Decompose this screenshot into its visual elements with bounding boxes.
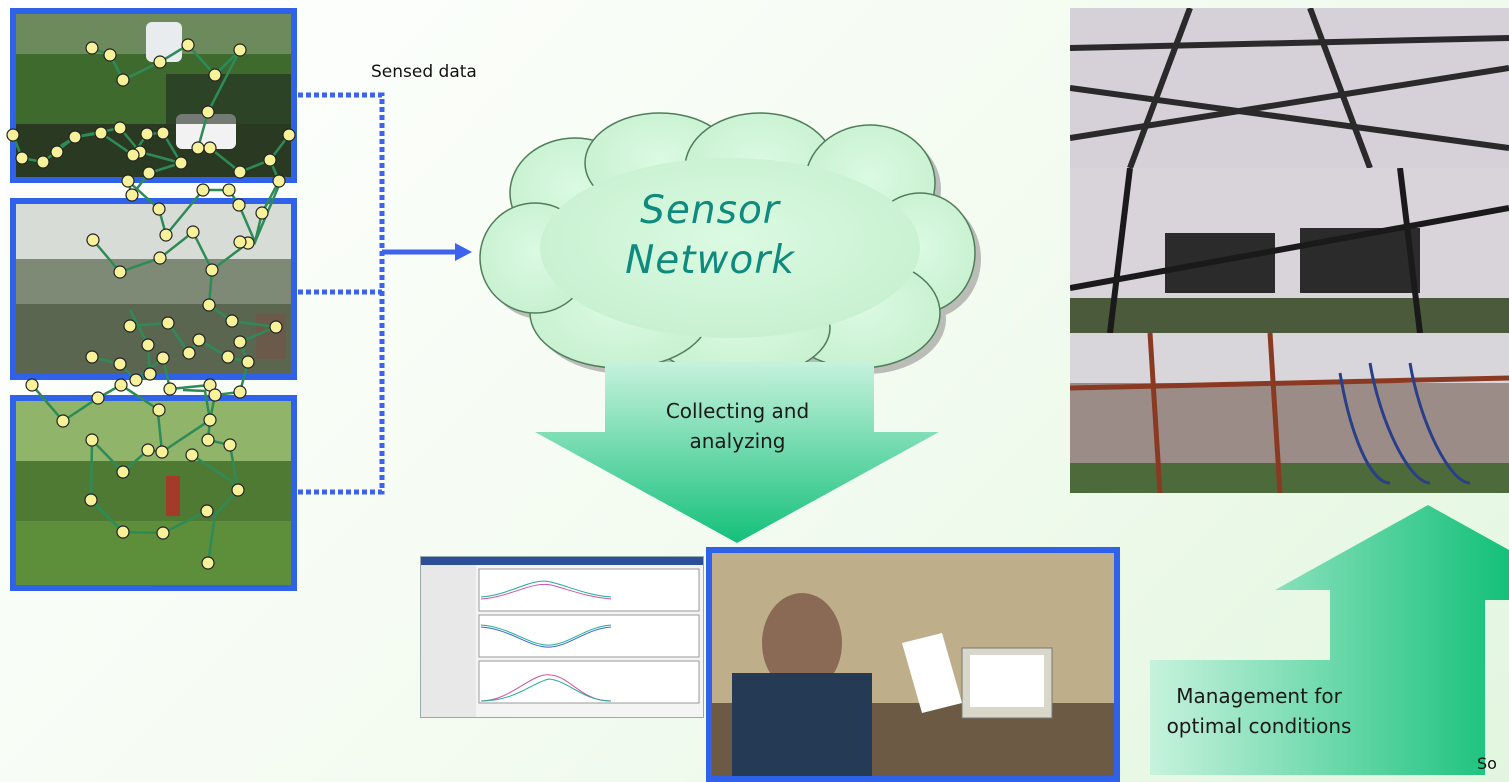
- greenhouse-fans-photo: [1070, 168, 1509, 333]
- connector-arrowhead: [455, 243, 472, 261]
- researchers-image: [712, 553, 1114, 776]
- management-arrow-line2: optimal conditions: [1166, 714, 1352, 738]
- management-up-arrow: [1150, 505, 1509, 775]
- management-arrow-line1: Management for: [1176, 684, 1342, 708]
- sensor-links: [11, 43, 290, 564]
- management-arrow-label: Management for optimal conditions: [1156, 681, 1362, 741]
- data-flow-connectors: [298, 92, 472, 495]
- greenhouse-roof-image: [1070, 8, 1509, 168]
- sensor-nodes: [6, 38, 296, 570]
- collecting-arrow-line1: Collecting and: [665, 399, 810, 423]
- cloud-core: [540, 158, 920, 338]
- sensor-network-cloud: [479, 112, 981, 383]
- collecting-down-arrow: [535, 362, 939, 543]
- cloud-title-line1: Sensor: [640, 188, 780, 233]
- collecting-arrow-line2: analyzing: [689, 429, 786, 453]
- analysis-software-screenshot: [420, 556, 704, 718]
- cloud-title-line2: Network: [625, 238, 795, 283]
- greenhouse-irrigation-image: [1070, 333, 1509, 493]
- greenhouse-roof-photo: [1070, 8, 1509, 168]
- cloud-title: Sensor Network: [560, 186, 860, 286]
- greenhouse-irrigation-photo: [1070, 333, 1509, 493]
- greenhouse-fans-image: [1070, 168, 1509, 333]
- orchard-image: [16, 401, 291, 585]
- software-chart-image: [421, 557, 703, 717]
- sensed-data-label: Sensed data: [371, 62, 477, 82]
- collecting-arrow-label: Collecting and analyzing: [600, 396, 875, 456]
- orchard-photo: [10, 395, 297, 591]
- sensor-network-overlay: [6, 38, 296, 570]
- researchers-photo: [706, 547, 1120, 782]
- source-label-fragment: So: [1477, 754, 1497, 773]
